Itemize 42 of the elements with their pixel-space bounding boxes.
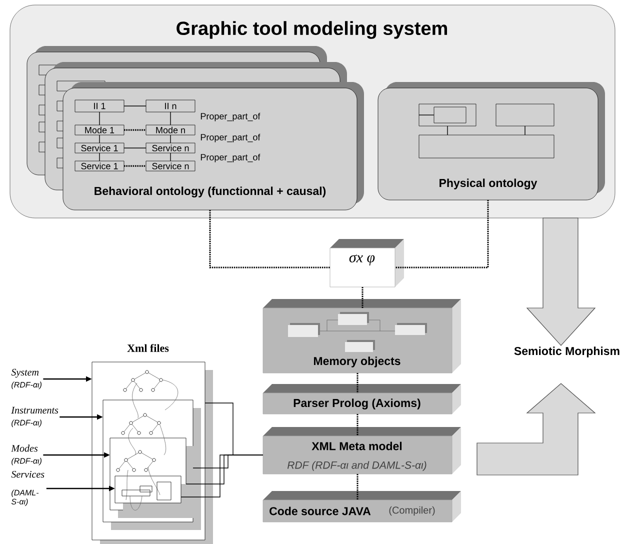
block-arrow (526, 218, 596, 346)
node-label: Xml files (127, 344, 169, 352)
block-arrow (476, 383, 596, 476)
connector-line (170, 112, 171, 126)
connector-line (395, 200, 489, 268)
concept-box: Service n (146, 142, 196, 154)
concept-box: Service n (146, 160, 196, 172)
file-label: Instruments (RDF-αι) (11, 406, 58, 428)
concept-box: II n (146, 100, 196, 112)
morphism-label: Semiotic Morphism (514, 346, 620, 358)
layer-block: Parser Prolog (Axioms) (262, 384, 461, 414)
layer-block: σx φ (330, 239, 404, 288)
connector-line (362, 287, 364, 308)
file-label: Modes (RDF-αι) (11, 444, 42, 466)
component-box (418, 134, 554, 158)
concept-box: Mode n (146, 124, 196, 136)
connector-line (99, 134, 100, 144)
connector-line (356, 373, 358, 393)
connector-line (99, 152, 100, 162)
component-box (434, 106, 466, 124)
connector-line (356, 414, 358, 436)
concept-box: Service 1 (74, 142, 124, 154)
connector-line (170, 134, 171, 144)
concept-box: II 1 (74, 100, 124, 112)
file-label: System (RDF-αι) (11, 368, 42, 390)
concept-box: Mode 1 (74, 124, 124, 136)
xml-file-box (114, 476, 189, 511)
connector-line (418, 114, 434, 116)
layer-block: Code source JAVA (Compiler) (262, 491, 461, 522)
layer-block: XML Meta model RDF (RDF-αι and DAML-S-αι) (262, 427, 461, 474)
connector-line (209, 210, 330, 268)
connector-line (124, 165, 146, 167)
connector-line (356, 474, 358, 500)
connector-line (524, 126, 526, 136)
connector-line (99, 112, 100, 126)
connector-line (124, 129, 146, 131)
connector-line (180, 454, 264, 498)
component-box (496, 104, 554, 126)
connector-line (170, 152, 171, 162)
connector-line (447, 126, 448, 136)
concept-box: Service 1 (74, 160, 124, 172)
file-label: Services (DAML-S-αι) (11, 470, 44, 506)
